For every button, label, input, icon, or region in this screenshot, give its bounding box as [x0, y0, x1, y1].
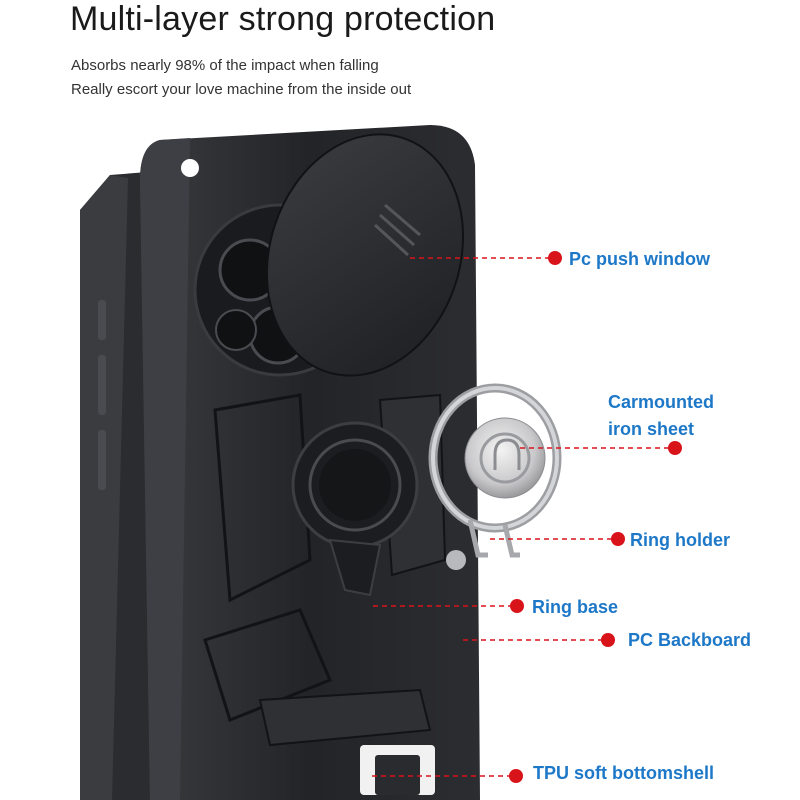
subtitle-line-1: Absorbs nearly 98% of the impact when fa…: [71, 57, 379, 74]
callout-iron-sheet-line-2: iron sheet: [608, 419, 695, 439]
leader-line-backboard: [463, 633, 615, 647]
ring-holder-silver: [428, 383, 562, 570]
carmounted-iron-sheet: [464, 417, 546, 499]
leader-line-ring-base: [373, 599, 524, 613]
subtitle-line-2: Really escort your love machine from the…: [71, 81, 412, 98]
page-title: Multi-layer strong protection: [70, 0, 496, 38]
callout-push-window: Pc push window: [569, 249, 711, 269]
leader-line-bottomshell: [372, 769, 523, 783]
ring-base: [291, 421, 419, 597]
leader-line-push-window: [410, 251, 562, 265]
callout-bottomshell: TPU soft bottomshell: [533, 763, 714, 783]
callout-backboard: PC Backboard: [628, 630, 752, 650]
leader-line-iron-sheet: [520, 441, 682, 455]
pc-push-window-disc: [265, 133, 465, 377]
callout-iron-sheet-line-1: Carmounted: [608, 392, 715, 412]
leader-line-ring-holder: [490, 532, 625, 546]
callout-ring-base: Ring base: [532, 597, 619, 617]
callout-ring-holder: Ring holder: [630, 530, 730, 550]
